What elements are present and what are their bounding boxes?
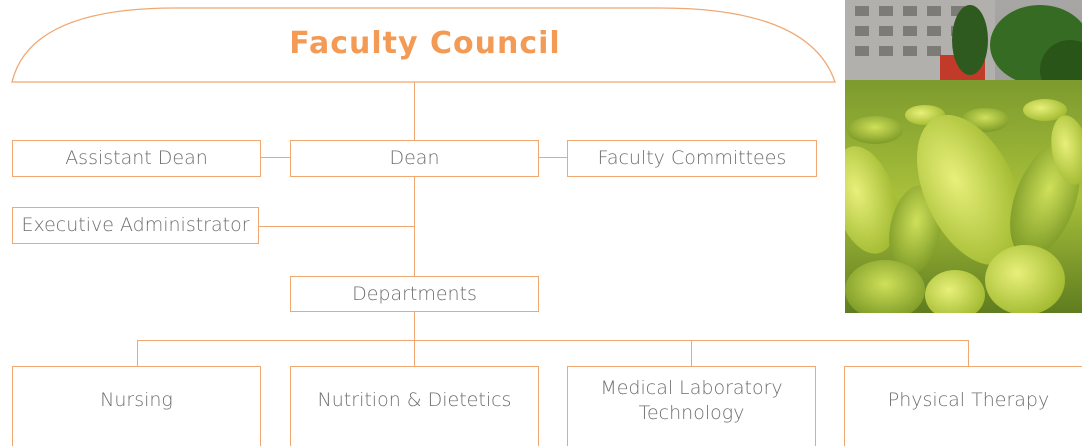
faculty-council-title: Faculty Council <box>289 26 561 61</box>
executive-administrator-box: Executive Administrator <box>12 207 259 244</box>
faculty-committees-box: Faculty Committees <box>567 140 817 177</box>
connector-nutrition <box>414 340 416 366</box>
connector-physical-therapy <box>968 340 970 366</box>
assistant-dean-box: Assistant Dean <box>12 140 261 177</box>
connector-assistant-dean <box>261 157 290 159</box>
leaves-photo <box>845 0 1082 313</box>
connector-medical-lab <box>691 340 693 366</box>
faculty-council-arch <box>11 7 836 83</box>
department-medical-lab-box: Medical Laboratory Technology <box>567 366 816 446</box>
connector-nursing <box>137 340 139 366</box>
connector-departments-bus <box>414 312 416 341</box>
department-physical-therapy-box: Physical Therapy <box>844 366 1082 446</box>
connector-faculty-committees <box>539 157 567 159</box>
dean-box: Dean <box>290 140 539 177</box>
department-nursing-box: Nursing <box>12 366 261 446</box>
org-chart: Faculty Council Assistant Dean Dean Facu… <box>11 0 1082 446</box>
department-bus-line <box>137 340 969 342</box>
departments-box: Departments <box>290 276 539 312</box>
connector-executive-administrator <box>259 226 415 228</box>
department-nutrition-box: Nutrition & Dietetics <box>290 366 539 446</box>
connector-council-dean <box>414 82 416 140</box>
